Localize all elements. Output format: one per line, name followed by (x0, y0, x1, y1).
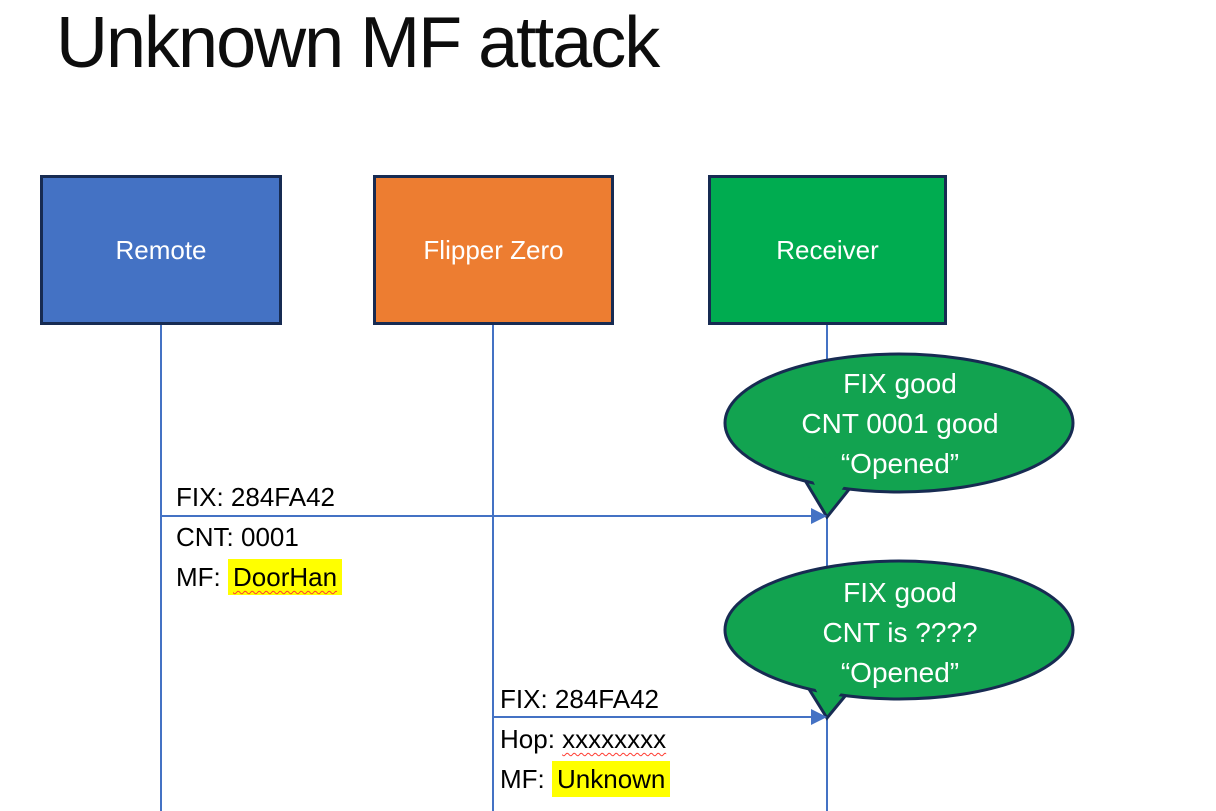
bubble2-line3: “Opened” (840, 657, 960, 688)
speech-bubble-1: FIX good CNT 0001 good “Opened” (722, 350, 1082, 530)
lifeline-remote (160, 325, 162, 811)
actor-label-receiver: Receiver (776, 234, 879, 265)
message1-arrowhead-icon (811, 508, 827, 524)
actor-label-remote: Remote (115, 234, 207, 265)
message2-label: FIX: 284FA42 Hop: xxxxxxxx MF: Unknown (500, 679, 671, 799)
message1-arrow-line (161, 515, 813, 517)
actor-label-flipper-zero: Flipper Zero (423, 234, 564, 265)
speech-bubble-1-tail-join (802, 456, 866, 510)
message2-hop-prefix: Hop: (500, 724, 563, 754)
page-title: Unknown MF attack (56, 3, 660, 83)
bubble2-line2: CNT is ???? (822, 617, 978, 648)
bubble2-line1: FIX good (843, 577, 957, 608)
actor-box-remote: Remote (40, 175, 282, 325)
message2-mf-prefix: MF: (500, 764, 552, 794)
message1-cnt-line: CNT: 0001 (176, 522, 299, 552)
message2-mf-line: MF: Unknown (500, 759, 671, 799)
speech-bubble-2: FIX good CNT is ???? “Opened” (722, 553, 1082, 733)
message2-hop-line: Hop: xxxxxxxx (500, 719, 670, 759)
message1-mf-line: MF: DoorHan (176, 557, 343, 597)
actor-box-flipper-zero: Flipper Zero (373, 175, 614, 325)
speech-bubble-2-text: FIX good CNT is ???? “Opened” (722, 573, 1078, 693)
bubble1-line2: CNT 0001 good (801, 408, 999, 439)
message2-arrowhead-icon (811, 709, 827, 725)
speech-bubble-2-tail-join (802, 661, 866, 711)
message2-hop-value-squiggle: xxxxxxxx (562, 724, 667, 754)
message2-fix-line: FIX: 284FA42 (500, 684, 659, 714)
message1-fix-line: FIX: 284FA42 (176, 482, 335, 512)
speech-bubble-1-shape (723, 352, 1075, 520)
message1-label: FIX: 284FA42 CNT: 0001 MF: DoorHan (176, 477, 343, 597)
bubble1-line1: FIX good (843, 368, 957, 399)
message2-mf-value-highlighted: Unknown (552, 761, 671, 797)
message2-arrow-line (493, 716, 813, 718)
speech-bubble-1-text: FIX good CNT 0001 good “Opened” (722, 364, 1078, 484)
speech-bubble-1-ellipse (723, 352, 1075, 494)
message1-mf-value-highlighted: DoorHan (228, 559, 343, 595)
message1-mf-prefix: MF: (176, 562, 228, 592)
actor-box-receiver: Receiver (708, 175, 947, 325)
lifeline-flipper-zero (492, 325, 494, 811)
speech-bubble-2-shape (723, 559, 1075, 721)
bubble1-line3: “Opened” (840, 448, 960, 479)
